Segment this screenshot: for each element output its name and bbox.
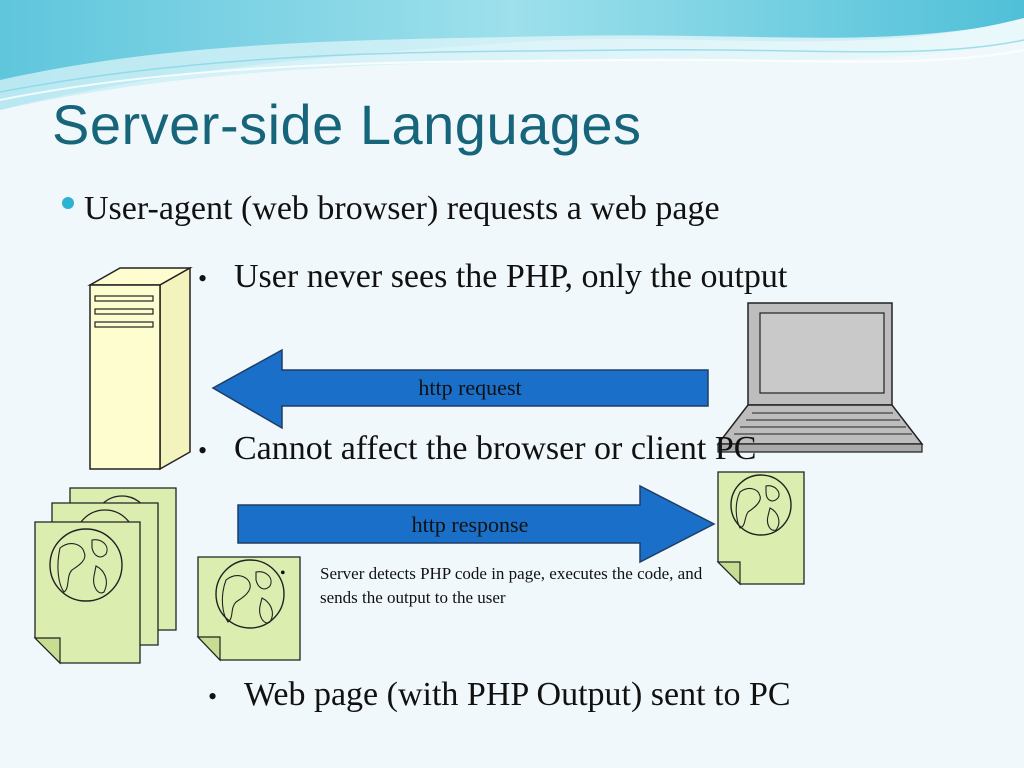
bullet-main: User-agent (web browser) requests a web … xyxy=(62,190,720,228)
bullet-glyph: • xyxy=(198,264,208,293)
slide-title: Server-side Languages xyxy=(52,93,642,156)
bullet-web-page-sent: • Web page (with PHP Output) sent to PC xyxy=(208,676,791,714)
bullet-cannot-affect: • Cannot affect the browser or client PC xyxy=(198,430,756,468)
web-page-globe-icon xyxy=(33,521,141,665)
server-note: • Server detects PHP code in page, execu… xyxy=(280,562,720,610)
header-wave-decoration xyxy=(0,0,1024,110)
bullet-web-page-sent-text: Web page (with PHP Output) sent to PC xyxy=(244,676,791,713)
http-response-arrow xyxy=(237,484,716,564)
bullet-glyph: • xyxy=(280,565,286,582)
server-tower-icon xyxy=(87,266,193,471)
http-request-label: http request xyxy=(418,375,521,400)
http-request-arrow xyxy=(211,348,709,430)
bullet-never-sees: • User never sees the PHP, only the outpu… xyxy=(198,258,787,296)
http-response-label: http response xyxy=(412,512,529,537)
bullet-dot xyxy=(62,197,74,209)
bullet-glyph: • xyxy=(198,436,208,465)
bullet-cannot-affect-text: Cannot affect the browser or client PC xyxy=(234,430,757,467)
web-page-globe-icon xyxy=(196,556,301,662)
bullet-never-sees-text: User never sees the PHP, only the output xyxy=(234,258,788,295)
server-note-text: Server detects PHP code in page, execute… xyxy=(320,564,703,607)
bullet-glyph: • xyxy=(208,682,218,711)
web-page-stack-icon xyxy=(33,487,177,665)
laptop-icon xyxy=(716,302,924,453)
web-page-globe-icon xyxy=(716,471,805,586)
bullet-main-text: User-agent (web browser) requests a web … xyxy=(84,190,720,227)
